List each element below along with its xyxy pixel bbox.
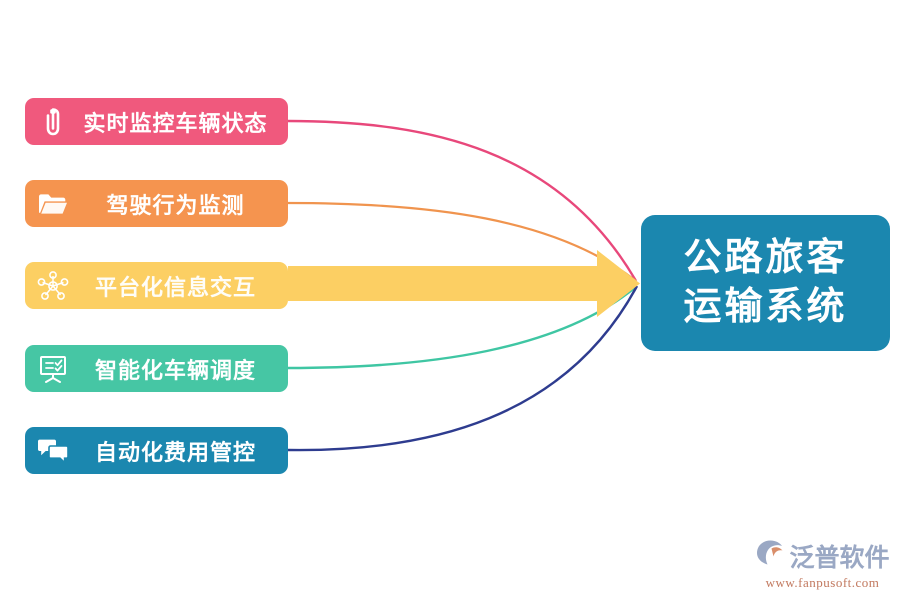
connector-arrow-2 (288, 250, 640, 317)
chat-bubbles-icon (35, 434, 71, 468)
watermark-url: www.fanpusoft.com (765, 574, 880, 590)
watermark: 泛普软件 www.fanpusoft.com (755, 535, 890, 593)
connector-line-4 (287, 285, 639, 452)
feature-label-2: 平台化信息交互 (94, 274, 256, 300)
connector-line-0 (287, 119, 638, 282)
folder-icon (35, 187, 71, 221)
presentation-board-icon (35, 352, 71, 386)
center-system-box[interactable]: 公路旅客 运输系统 (641, 215, 890, 351)
feature-box-4[interactable]: 自动化费用管控 (25, 427, 288, 474)
feature-label-0: 实时监控车辆状态 (83, 110, 268, 136)
feature-box-3[interactable]: 智能化车辆调度 (25, 345, 288, 392)
connector-line-1 (287, 201, 637, 282)
feature-label-1: 驾驶行为监测 (106, 192, 245, 218)
watermark-brand-name: 泛普软件 (789, 543, 890, 572)
center-title-line-2: 运输系统 (683, 286, 848, 328)
feature-label-3: 智能化车辆调度 (94, 357, 256, 383)
feature-box-2[interactable]: 平台化信息交互 (25, 262, 288, 309)
center-title-line-1: 公路旅客 (683, 237, 848, 280)
paperclip-icon (35, 105, 71, 139)
feature-box-1[interactable]: 驾驶行为监测 (25, 180, 288, 227)
fanpu-logo-icon (755, 539, 785, 572)
connector-line-3 (287, 285, 638, 370)
network-hub-icon (35, 269, 71, 303)
watermark-brand-row: 泛普软件 (755, 538, 890, 574)
feature-label-4: 自动化费用管控 (94, 439, 256, 465)
feature-box-0[interactable]: 实时监控车辆状态 (25, 98, 288, 145)
